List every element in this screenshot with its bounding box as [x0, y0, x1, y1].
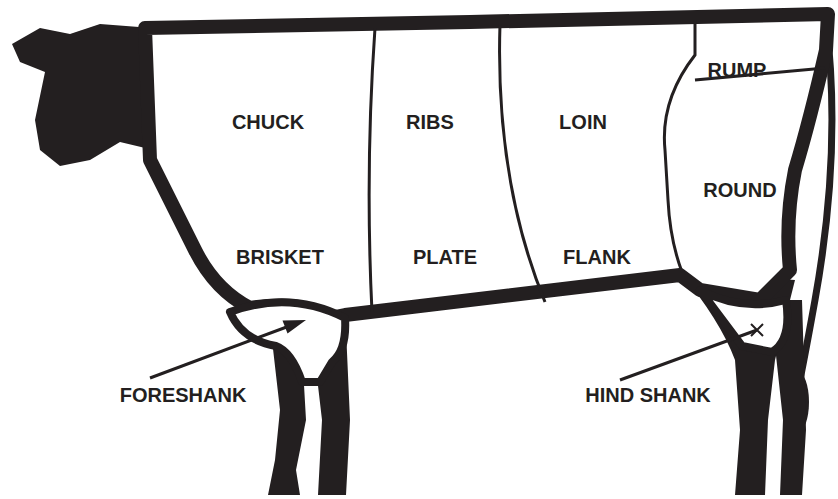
cut-label: PLATE — [413, 247, 477, 267]
cut-label: FLANK — [563, 247, 631, 267]
arrow-head — [283, 320, 307, 334]
hind-leg — [680, 272, 795, 495]
cut-label: BRISKET — [236, 247, 324, 267]
cut-line — [369, 28, 375, 312]
cut-label: RUMP — [708, 60, 767, 80]
cut-line — [664, 20, 695, 272]
cut-label: RIBS — [406, 112, 454, 132]
cut-label: FORESHANK — [120, 385, 247, 405]
cut-label: ROUND — [703, 180, 776, 200]
cut-label: LOIN — [559, 112, 607, 132]
leader-line — [620, 330, 757, 380]
cut-label: HIND SHANK — [585, 385, 711, 405]
leader-line — [150, 325, 292, 378]
cut-line — [500, 24, 545, 302]
leader-mark — [751, 324, 763, 336]
hind-shank-region — [700, 290, 787, 352]
cow-body — [145, 14, 828, 318]
cut-label: CHUCK — [232, 112, 304, 132]
